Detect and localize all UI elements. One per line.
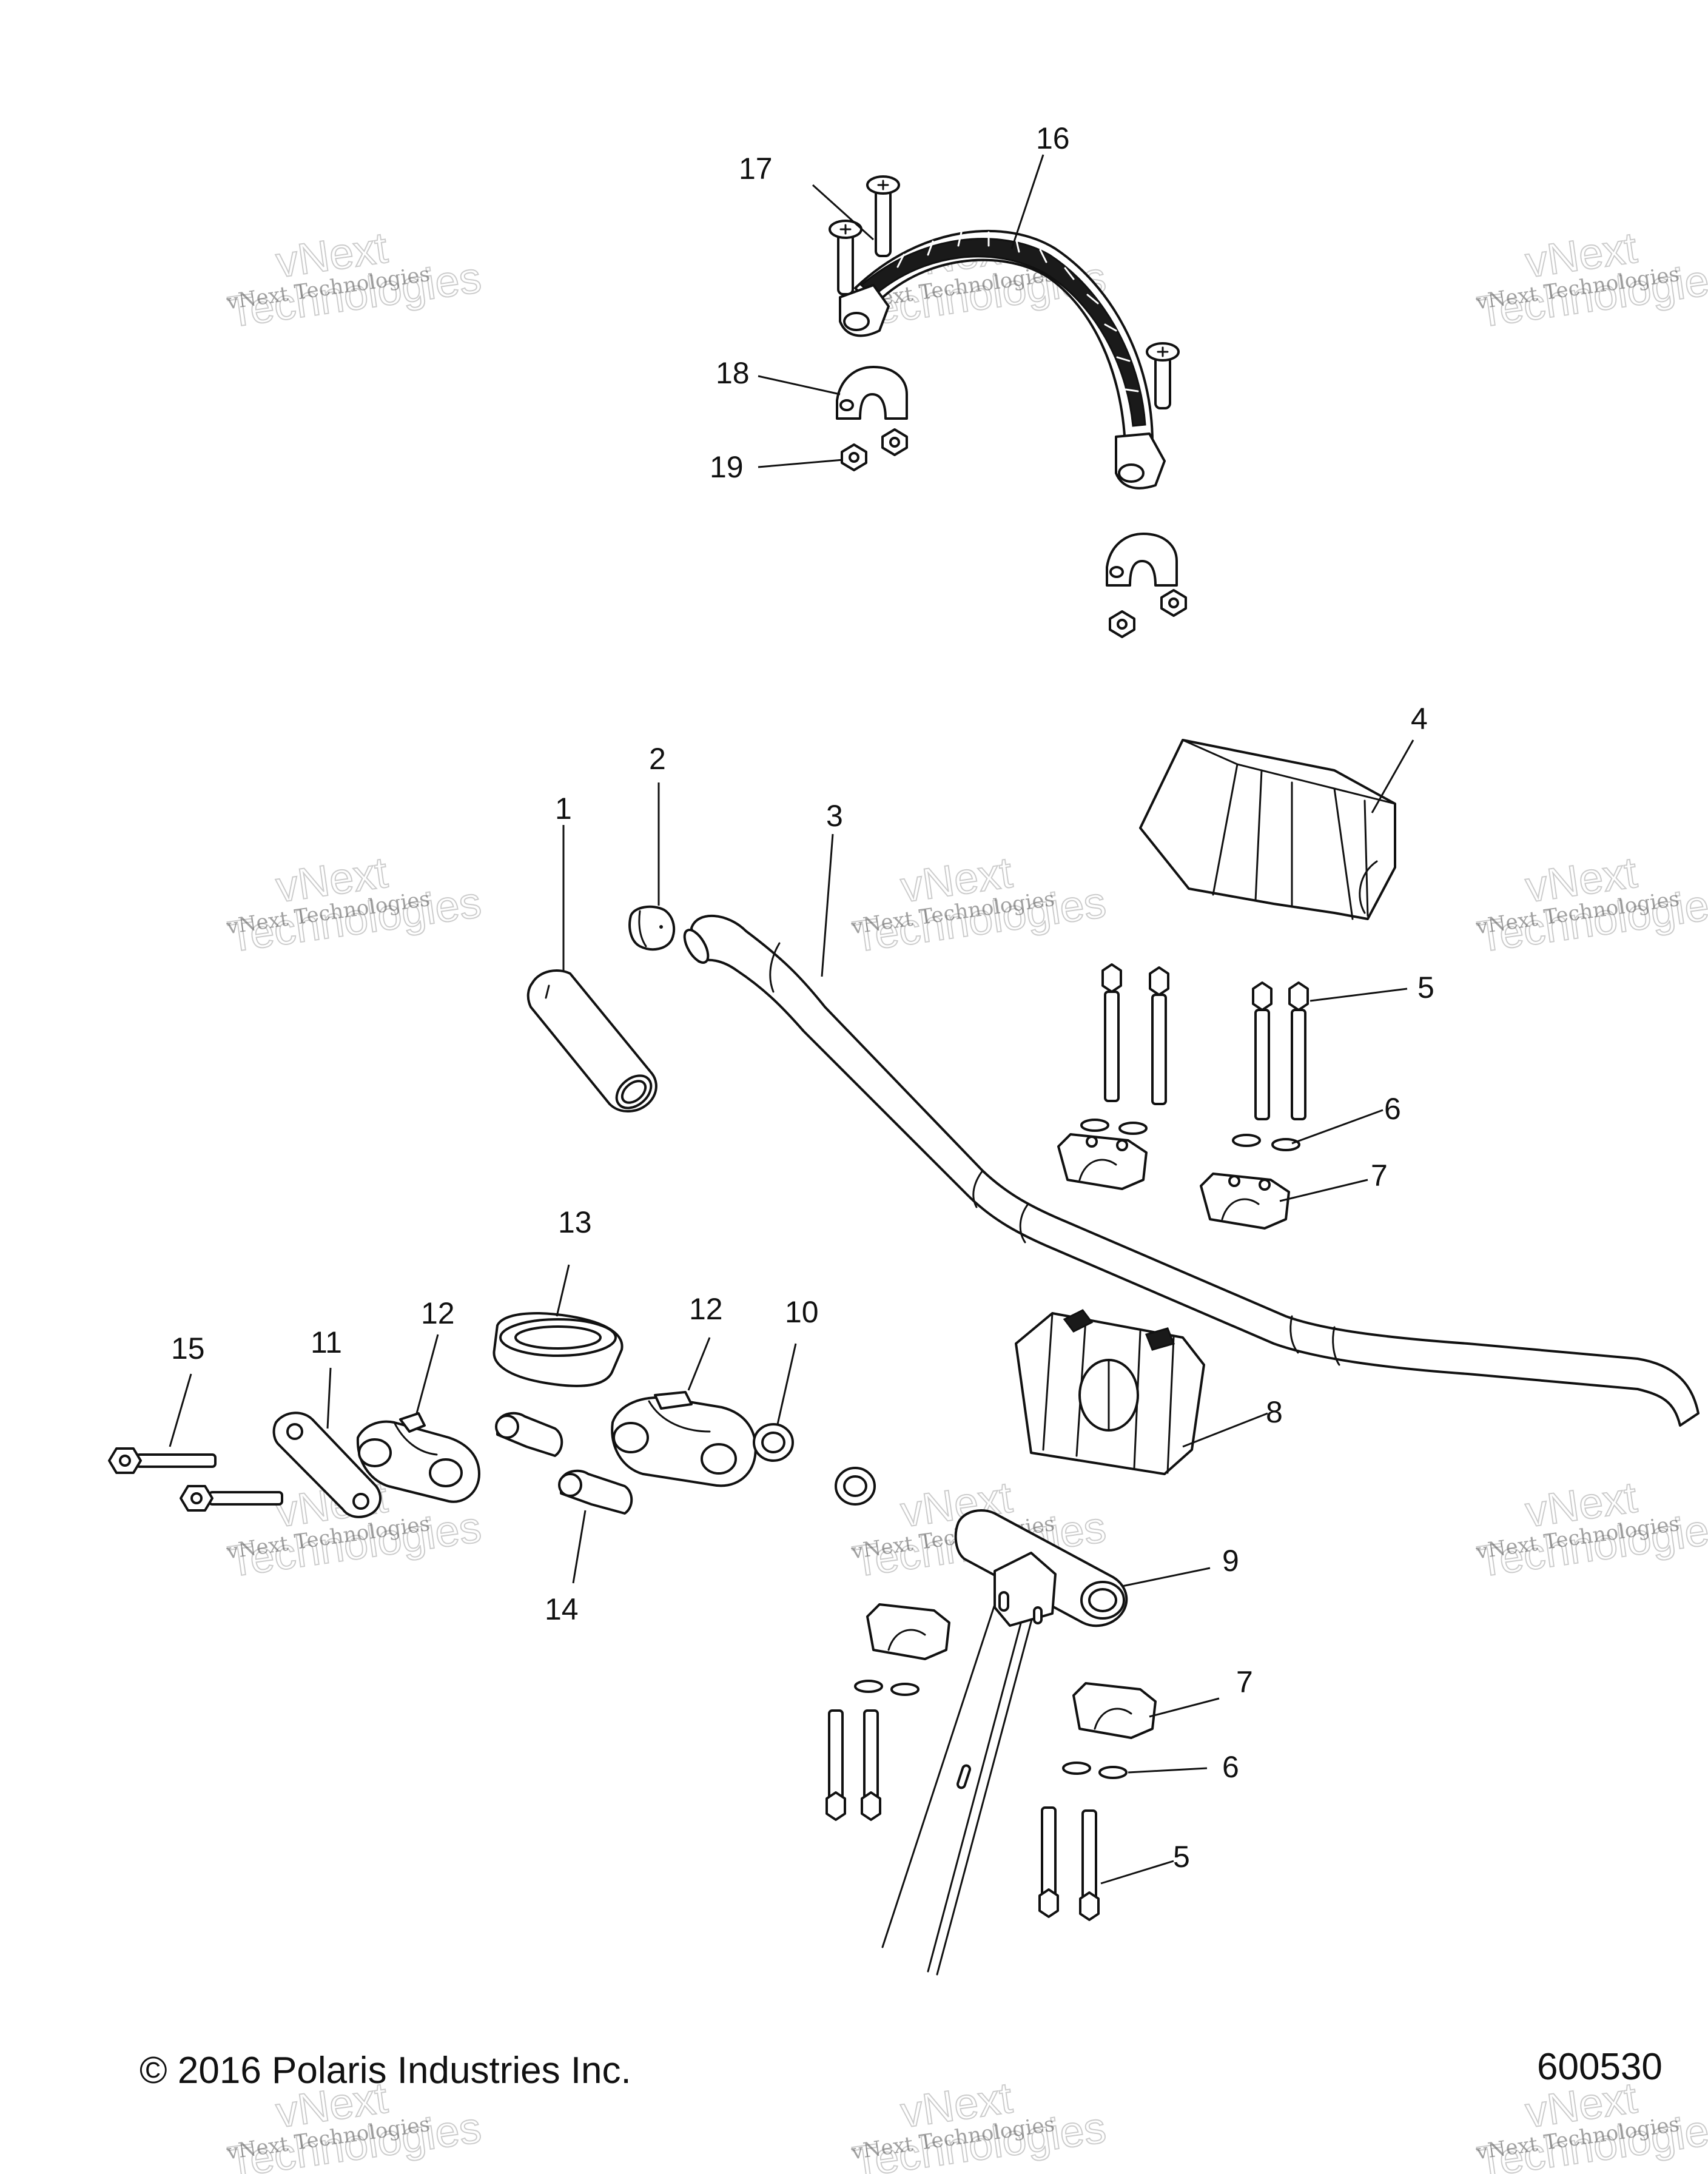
handlebar-clamp-upper xyxy=(1057,1133,1148,1190)
handlebar-grip xyxy=(526,969,657,1112)
mount-bushing xyxy=(753,1423,794,1462)
callout-7: 7 xyxy=(1371,1159,1388,1193)
leader-lines xyxy=(169,154,1414,1885)
callout-6: 6 xyxy=(1222,1750,1239,1784)
callout-15: 15 xyxy=(171,1331,205,1365)
handle-clamp-cap xyxy=(1106,533,1178,587)
handle-nut xyxy=(881,428,908,456)
washer xyxy=(854,1680,883,1693)
handle-nut xyxy=(1160,589,1187,617)
washer xyxy=(890,1683,920,1696)
handle-nut xyxy=(841,443,867,471)
callout-12: 12 xyxy=(689,1292,723,1326)
bar-end-plug xyxy=(628,905,676,951)
mount-plate xyxy=(272,1412,382,1518)
callout-16: 16 xyxy=(1036,121,1070,155)
clamp-bolt xyxy=(1101,963,1122,1102)
clamp-bolt xyxy=(1288,981,1309,1120)
handle-clamp-cap xyxy=(836,366,908,420)
lower-clamp-hardware xyxy=(825,1603,1157,1921)
washer xyxy=(1118,1122,1148,1135)
left-mount-assembly xyxy=(108,1312,876,1518)
callout-10: 10 xyxy=(785,1295,819,1329)
handlebar-riser xyxy=(1015,1309,1205,1475)
washer xyxy=(1098,1766,1128,1779)
copyright-text: © 2016 Polaris Industries Inc. xyxy=(140,2050,631,2092)
handle-bolt xyxy=(1146,342,1180,409)
handle-nut xyxy=(1109,610,1135,638)
callout-2: 2 xyxy=(649,742,666,776)
mount-bushing xyxy=(835,1467,876,1506)
callout-19: 19 xyxy=(710,450,744,484)
clamp-bolt xyxy=(861,1709,881,1821)
washer xyxy=(1271,1138,1300,1151)
steering-post xyxy=(881,1509,1128,1976)
clamp-bolt xyxy=(1038,1806,1059,1918)
handlebar-pad xyxy=(1139,739,1396,920)
drawing-number: 600530 xyxy=(1537,2046,1663,2088)
callout-14: 14 xyxy=(545,1592,579,1626)
callout-3: 3 xyxy=(826,799,843,833)
callout-5: 5 xyxy=(1173,1840,1190,1874)
handlebar-clamp-lower xyxy=(1072,1682,1157,1739)
mount-sleeve xyxy=(558,1469,633,1515)
mount-bolt xyxy=(108,1447,217,1474)
mount-sleeve xyxy=(495,1412,563,1457)
callout-17: 17 xyxy=(739,152,773,186)
callout-5: 5 xyxy=(1417,971,1434,1005)
callout-4: 4 xyxy=(1411,702,1428,736)
handle-bolt xyxy=(866,175,900,257)
handlebar-clamp-upper xyxy=(1200,1173,1290,1230)
handlebar-clamp-lower xyxy=(866,1603,950,1660)
callout-1: 1 xyxy=(555,792,572,826)
clamp-bolt xyxy=(1149,966,1169,1105)
washer xyxy=(1080,1119,1109,1132)
grab-handle-grip xyxy=(859,238,1146,427)
clamp-bolt xyxy=(1079,1809,1100,1921)
callout-18: 18 xyxy=(716,356,750,390)
callout-6: 6 xyxy=(1384,1092,1401,1126)
washer xyxy=(1062,1762,1091,1775)
mount-bolt xyxy=(180,1485,283,1512)
callout-7: 7 xyxy=(1236,1665,1253,1699)
callout-8: 8 xyxy=(1266,1395,1283,1429)
clamp-bolt xyxy=(1252,981,1273,1120)
callout-13: 13 xyxy=(558,1205,592,1239)
mount-ring xyxy=(493,1312,624,1387)
handle-bolt xyxy=(829,220,862,295)
upper-clamp-hardware xyxy=(1057,963,1309,1230)
grab-handle-assembly xyxy=(829,175,1187,638)
clamp-bolt xyxy=(825,1709,846,1821)
callout-12: 12 xyxy=(421,1296,455,1330)
callout-11: 11 xyxy=(311,1325,342,1359)
callout-labels: 1 2 3 4 5 6 7 8 9 10 11 12 12 13 14 15 1… xyxy=(171,121,1434,1874)
washer xyxy=(1232,1134,1261,1147)
callout-9: 9 xyxy=(1222,1544,1239,1578)
handlebar xyxy=(683,915,1700,1427)
